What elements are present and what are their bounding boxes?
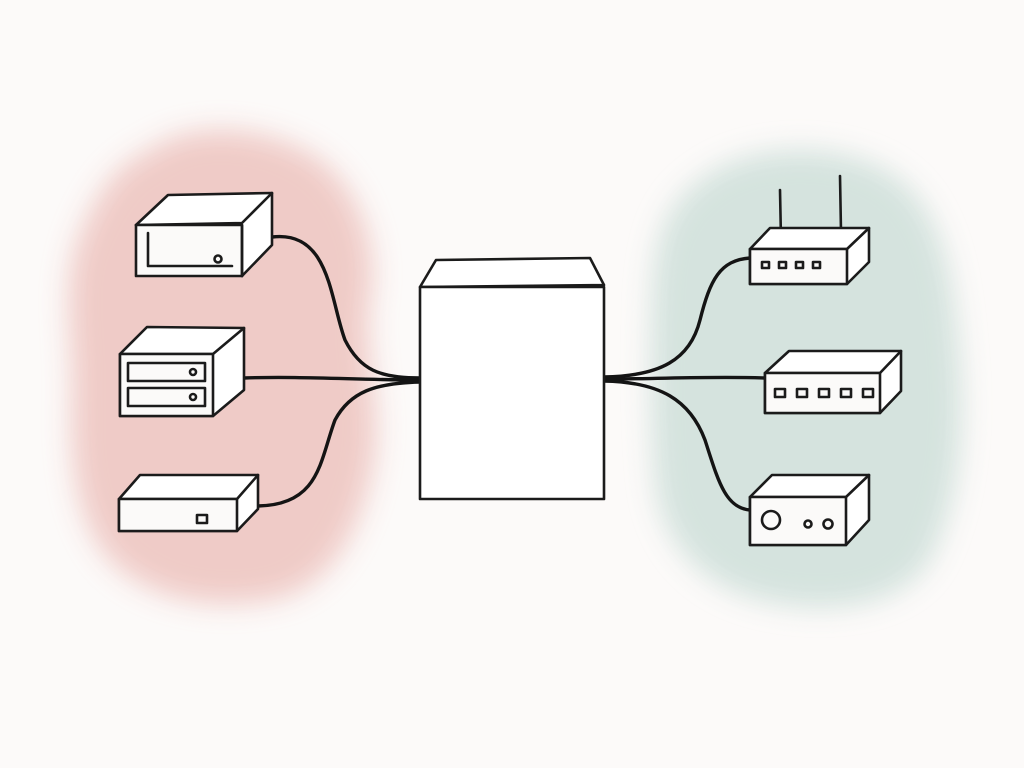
left-cables [242,234,422,508]
cable-wifi-router [602,256,752,379]
right-cables [602,256,767,512]
set-top-box-icon[interactable] [117,473,260,533]
cable-network-switch [602,375,767,381]
hub-cube-icon [418,256,606,501]
cable-drive-enclosure [242,375,422,382]
cable-amplifier [602,379,752,512]
network-switch-icon[interactable] [763,349,903,415]
drive-enclosure-icon[interactable] [118,325,246,418]
wifi-router-icon[interactable] [748,174,871,286]
cable-desktop-box [270,234,422,380]
cable-set-top-box [256,380,422,508]
desktop-box-icon[interactable] [134,191,274,278]
amplifier-icon[interactable] [748,473,871,547]
